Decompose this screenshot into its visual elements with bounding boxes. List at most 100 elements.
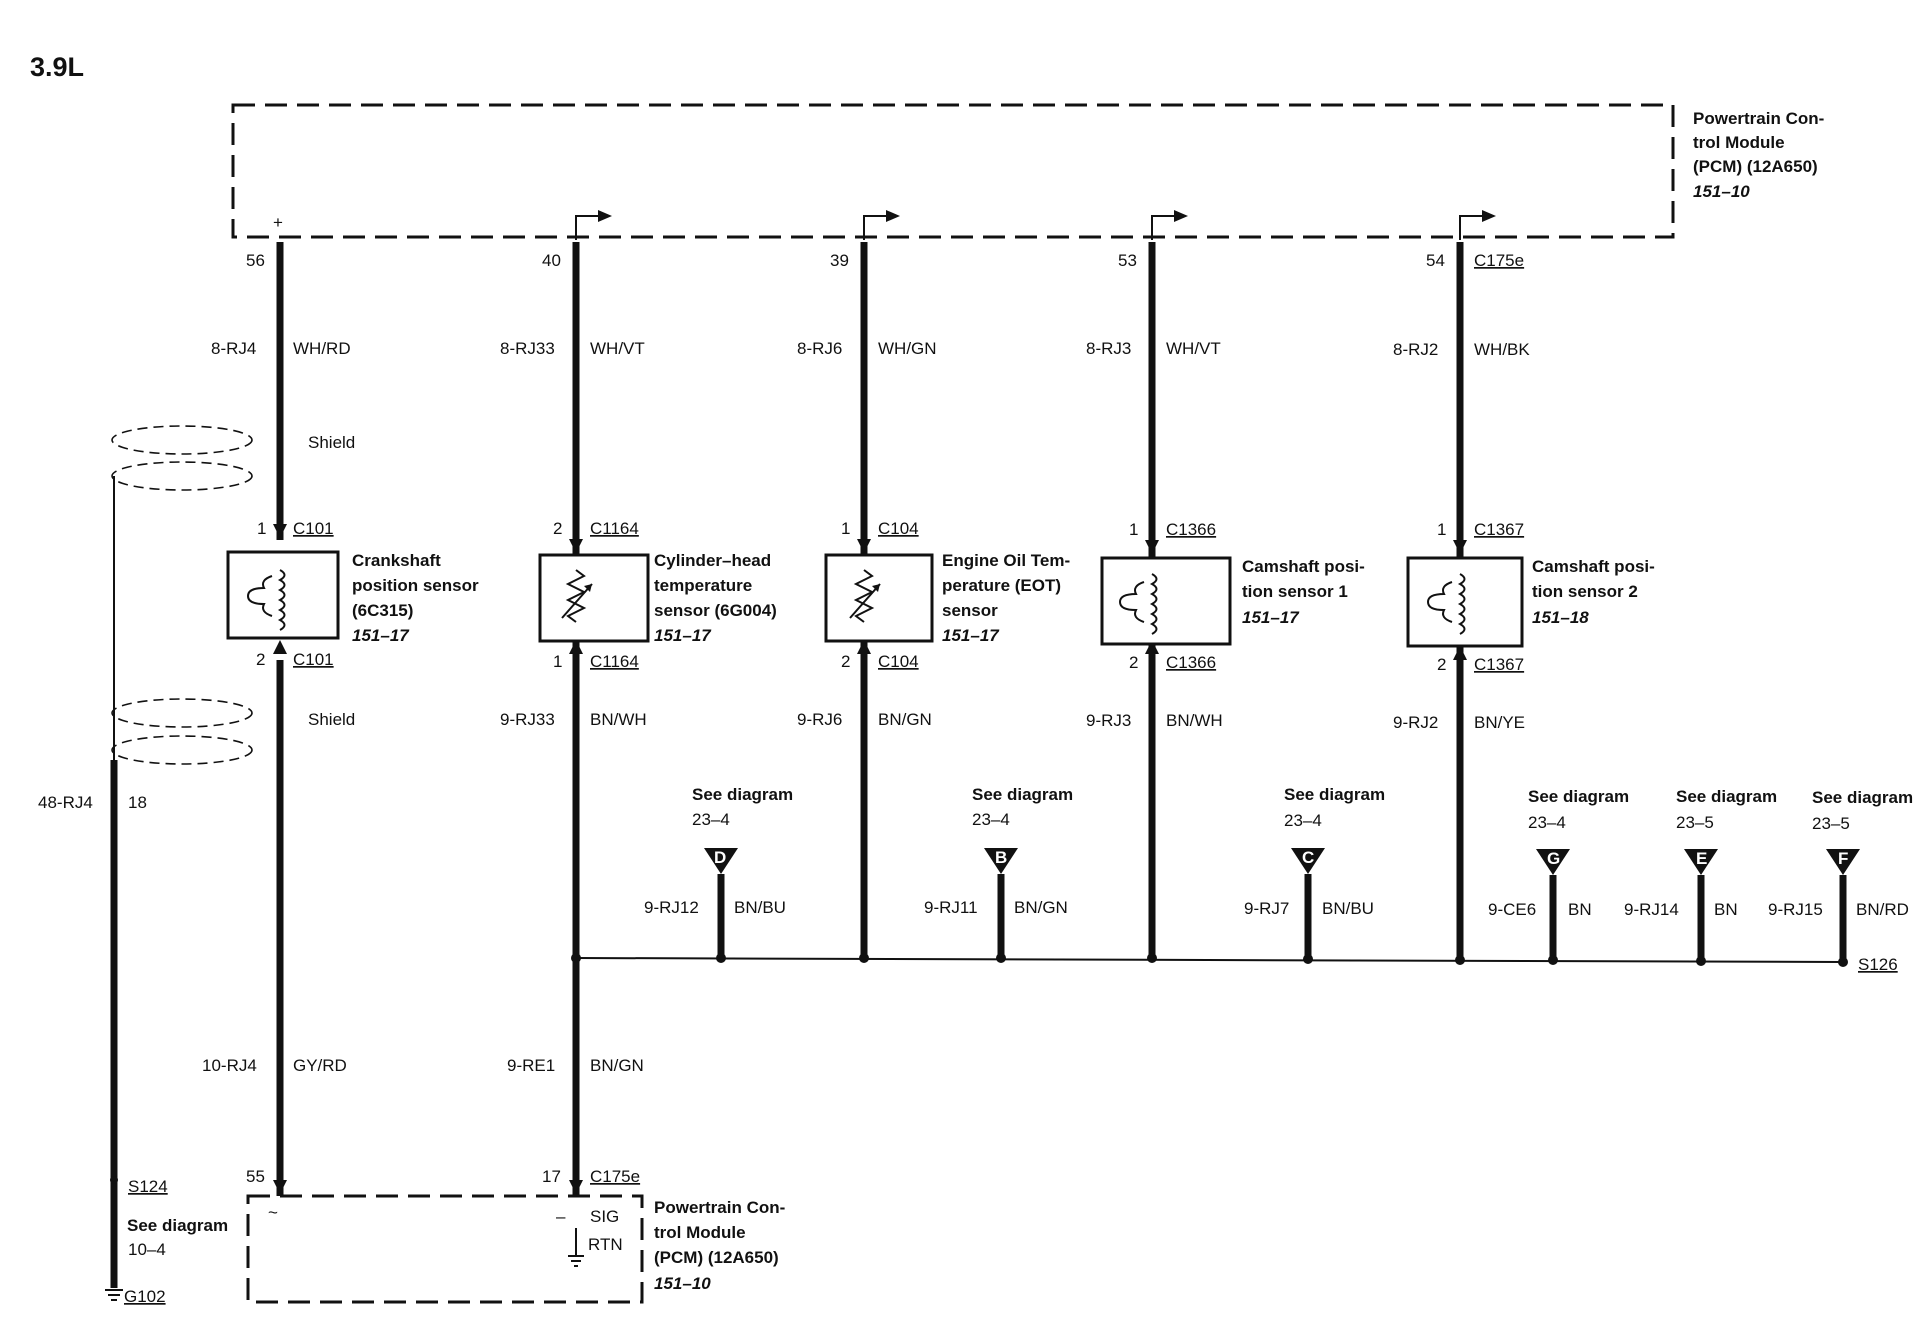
branch-d: See diagram 23–4 D 9-RJ12 BN/BU <box>644 785 793 963</box>
pcm-top-label-3: (PCM) (12A650) <box>1693 157 1818 176</box>
eot-label-1: Engine Oil Tem- <box>942 551 1070 570</box>
color-bn-gn-b: BN/GN <box>1014 898 1068 917</box>
pin-arrow-icon <box>1145 640 1159 654</box>
color-wh-bk: WH/BK <box>1474 340 1530 359</box>
color-bn-wh: BN/WH <box>590 710 647 729</box>
circuit-8-rj4: 8-RJ4 <box>211 339 256 358</box>
circuit-9-rj11: 9-RJ11 <box>924 898 978 917</box>
camshaft-2-label-2: tion sensor 2 <box>1532 582 1638 601</box>
c1164-upper: C1164 <box>590 519 639 538</box>
crankshaft-circuit: 56 8-RJ4 WH/RD 1 C101 2 C101 Crankshaft … <box>111 242 479 1196</box>
pin-arrow-icon <box>273 524 287 538</box>
pcm-bottom-label-2: trol Module <box>654 1223 746 1242</box>
splice-dot <box>1838 957 1848 967</box>
circuit-10-rj4: 10-RJ4 <box>202 1056 257 1075</box>
pcm-bottom-label-3: (PCM) (12A650) <box>654 1248 779 1267</box>
c1366-lower: C1366 <box>1166 653 1216 672</box>
pcm-top-plus: + <box>273 213 283 232</box>
engine-title: 3.9L <box>30 52 84 82</box>
color-bn-wh-cam1: BN/WH <box>1166 711 1223 730</box>
splice-s126: S126 <box>1858 955 1898 974</box>
color-bn-g: BN <box>1568 900 1592 919</box>
c1367-lower: C1367 <box>1474 655 1524 674</box>
c1164-lower: C1164 <box>590 652 639 671</box>
pin-17: 17 <box>542 1167 561 1186</box>
flag-arrow-icon <box>598 210 612 222</box>
eot-sensor-box <box>824 553 934 643</box>
pcm-bottom-sig: SIG <box>590 1207 619 1226</box>
return-bus: S126 <box>571 953 1898 974</box>
see-diagram-d: See diagram <box>692 785 793 804</box>
connector-g-icon <box>1536 849 1570 875</box>
pin-56: 56 <box>246 251 265 270</box>
shield-label-lower: Shield <box>308 710 355 729</box>
c175e-top: C175e <box>1474 251 1524 270</box>
circuit-8-rj2: 8-RJ2 <box>1393 340 1438 359</box>
flag-arrow-icon <box>886 210 900 222</box>
c175e-bottom: C175e <box>590 1167 640 1186</box>
pcm-top-outline <box>231 103 1675 239</box>
camshaft-2-ref: 151–18 <box>1532 608 1589 627</box>
pcm-bottom-label-1: Powertrain Con- <box>654 1198 785 1217</box>
pcm-bottom-tilde: ~ <box>268 1203 278 1222</box>
crankshaft-ref: 151–17 <box>352 626 410 645</box>
branch-f: See diagram 23–5 F 9-RJ15 BN/RD <box>1768 788 1913 967</box>
pcm-top-label-2: trol Module <box>1693 133 1785 152</box>
letter-b: B <box>995 848 1007 867</box>
signal-flag-icon <box>1459 215 1490 240</box>
pin-arrow-icon <box>273 1180 287 1194</box>
branch-b: See diagram 23–4 B 9-RJ11 BN/GN <box>924 785 1073 963</box>
thermistor-icon <box>561 569 593 623</box>
pin-arrow-icon <box>1453 646 1467 660</box>
color-bn-rd: BN/RD <box>1856 900 1909 919</box>
cylinder-head-label-1: Cylinder–head <box>654 551 771 570</box>
color-bn-gn-bottom: BN/GN <box>590 1056 644 1075</box>
eot-label-2: perature (EOT) <box>942 576 1061 595</box>
connector-b-icon <box>984 848 1018 874</box>
cylinder-head-circuit: 40 8-RJ33 WH/VT 2 C1164 Cylinder–head te… <box>500 210 777 1267</box>
letter-c: C <box>1302 848 1314 867</box>
ref-e: 23–5 <box>1676 813 1714 832</box>
splice-dot <box>1455 955 1465 965</box>
c1367-upper: C1367 <box>1474 520 1524 539</box>
camshaft-2-sensor-box <box>1406 556 1524 648</box>
see-diagram-e: See diagram <box>1676 787 1777 806</box>
ref-c: 23–4 <box>1284 811 1322 830</box>
cylinder-head-sensor-box <box>538 553 650 643</box>
pin-arrow-icon <box>1453 540 1467 554</box>
c1366-pin-1: 1 <box>1129 520 1138 539</box>
camshaft-1-label-2: tion sensor 1 <box>1242 582 1348 601</box>
flag-arrow-icon <box>1482 210 1496 222</box>
eot-circuit: 39 8-RJ6 WH/GN 1 C104 Engine Oil Tem- pe… <box>797 210 1070 958</box>
circuit-9-re1: 9-RE1 <box>507 1056 555 1075</box>
camshaft-1-circuit: 53 8-RJ3 WH/VT 1 C1366 Camshaft posi- ti… <box>1086 210 1365 958</box>
splice-dot <box>716 953 726 963</box>
ground-g102: G102 <box>124 1287 166 1306</box>
circuit-8-rj3: 8-RJ3 <box>1086 339 1131 358</box>
c1366-pin-2: 2 <box>1129 653 1138 672</box>
c1164-pin-2: 2 <box>553 519 562 538</box>
camshaft-1-ref: 151–17 <box>1242 608 1300 627</box>
c1367-pin-1: 1 <box>1437 520 1446 539</box>
pcm-bottom-outline <box>246 1194 644 1304</box>
splice-bus-line <box>575 957 1843 963</box>
shield-label-upper: Shield <box>308 433 355 452</box>
color-bn-bu-d: BN/BU <box>734 898 786 917</box>
ref-b: 23–4 <box>972 810 1010 829</box>
c101-pin-1: 1 <box>257 519 266 538</box>
hall-effect-sensor-icon <box>246 569 286 631</box>
branch-g: See diagram 23–4 G 9-CE6 BN <box>1488 787 1629 965</box>
color-wh-vt: WH/VT <box>590 339 645 358</box>
c1164-pin-1: 1 <box>553 652 562 671</box>
c1367-pin-2: 2 <box>1437 655 1446 674</box>
splice-s124-dot <box>110 1176 118 1184</box>
circuit-9-rj14: 9-RJ14 <box>1624 900 1679 919</box>
c104-pin-2: 2 <box>841 652 850 671</box>
pin-arrow-icon <box>273 640 287 654</box>
pin-54: 54 <box>1426 251 1445 270</box>
see-diagram-b: See diagram <box>972 785 1073 804</box>
signal-flag-icon <box>575 215 606 240</box>
hall-effect-sensor-icon <box>1426 573 1466 635</box>
ref-d: 23–4 <box>692 810 730 829</box>
camshaft-1-sensor-box <box>1100 556 1232 646</box>
